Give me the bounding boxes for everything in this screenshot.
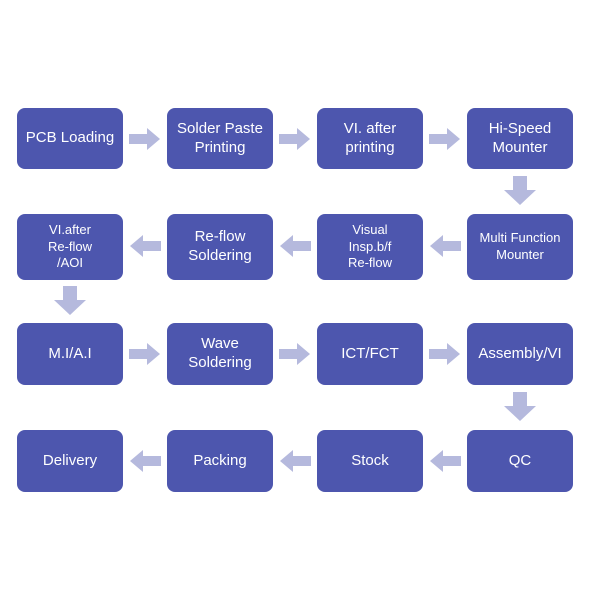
flow-node-packing: Packing xyxy=(167,430,273,492)
arrow-right-icon xyxy=(129,128,160,150)
arrow-down-icon xyxy=(504,176,536,205)
arrow-right-icon xyxy=(129,343,160,365)
arrow-down-icon xyxy=(54,286,86,315)
arrow-right-icon xyxy=(429,343,460,365)
flow-node-mi-ai: M.I/A.I xyxy=(17,323,123,385)
arrow-right-icon xyxy=(279,128,310,150)
flow-node-reflow-soldering: Re-flow Soldering xyxy=(167,214,273,280)
flow-node-assembly-vi: Assembly/VI xyxy=(467,323,573,385)
flow-node-solder-paste-printing: Solder Paste Printing xyxy=(167,108,273,169)
arrow-right-icon xyxy=(429,128,460,150)
arrow-left-icon xyxy=(430,450,461,472)
flow-node-visual-insp-bf-reflow: Visual Insp.b/f Re-flow xyxy=(317,214,423,280)
flow-node-qc: QC xyxy=(467,430,573,492)
flow-node-hi-speed-mounter: Hi-Speed Mounter xyxy=(467,108,573,169)
arrow-right-icon xyxy=(279,343,310,365)
arrow-left-icon xyxy=(280,450,311,472)
arrow-left-icon xyxy=(130,450,161,472)
flow-node-pcb-loading: PCB Loading xyxy=(17,108,123,169)
arrow-left-icon xyxy=(130,235,161,257)
arrow-down-icon xyxy=(504,392,536,421)
arrow-left-icon xyxy=(280,235,311,257)
arrow-left-icon xyxy=(430,235,461,257)
flow-node-vi-after-printing: VI. after printing xyxy=(317,108,423,169)
flow-node-ict-fct: ICT/FCT xyxy=(317,323,423,385)
flow-node-vi-after-reflow-aoi: VI.after Re-flow /AOI xyxy=(17,214,123,280)
flow-node-wave-soldering: Wave Soldering xyxy=(167,323,273,385)
flow-node-delivery: Delivery xyxy=(17,430,123,492)
flow-node-multi-function-mounter: Multi Function Mounter xyxy=(467,214,573,280)
flow-node-stock: Stock xyxy=(317,430,423,492)
